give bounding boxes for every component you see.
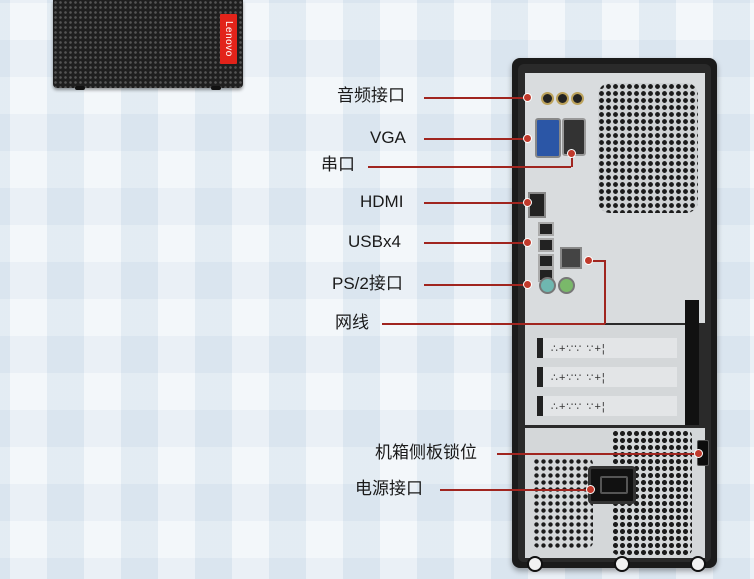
audio-port-2 <box>556 92 569 105</box>
chassis-side-rail <box>685 300 699 425</box>
psu-vent-left <box>533 458 593 548</box>
expansion-slot-1: ∴+∵∵ ∵+¦ <box>537 338 677 358</box>
leader-line-lock <box>497 453 698 455</box>
leader-dot-usb <box>523 238 532 247</box>
leader-hook-lan <box>588 260 605 262</box>
leader-line-lan <box>382 323 605 325</box>
leader-line-vga <box>424 138 528 140</box>
leader-dot-power <box>586 485 595 494</box>
expansion-slot-2: ∴+∵∵ ∵+¦ <box>537 367 677 387</box>
leader-riser-lan <box>604 260 606 324</box>
lan-port <box>560 247 582 269</box>
ps2-port-keyboard <box>558 277 575 294</box>
callout-lock: 机箱侧板锁位 <box>375 443 477 462</box>
leader-riser-serial <box>571 152 573 167</box>
leader-dot-audio <box>523 93 532 102</box>
tower-front-image: Lenovo <box>53 0 243 90</box>
leader-line-power <box>440 489 590 491</box>
usb-port-2 <box>538 238 554 252</box>
tower-feet <box>75 86 221 90</box>
leader-dot-lock <box>694 449 703 458</box>
rear-fan-grille <box>598 83 698 213</box>
audio-port-3 <box>571 92 584 105</box>
vga-port <box>535 118 561 158</box>
callout-power: 电源接口 <box>355 479 423 498</box>
audio-port-1 <box>541 92 554 105</box>
leader-line-serial <box>368 166 571 168</box>
callout-audio: 音频接口 <box>337 86 405 105</box>
leader-line-usb <box>424 242 528 244</box>
callout-lan: 网线 <box>335 313 369 332</box>
callout-serial: 串口 <box>321 155 355 174</box>
ps2-port-mouse <box>539 277 556 294</box>
power-socket <box>588 466 636 504</box>
callout-usb: USBx4 <box>348 232 401 251</box>
usb-port-1 <box>538 222 554 236</box>
leader-dot-hdmi <box>523 198 532 207</box>
lenovo-logo: Lenovo <box>220 14 237 64</box>
leader-line-ps2 <box>424 284 528 286</box>
leader-dot-lan <box>584 256 593 265</box>
callout-vga: VGA <box>370 128 406 147</box>
leader-line-hdmi <box>424 202 528 204</box>
expansion-slot-3: ∴+∵∵ ∵+¦ <box>537 396 677 416</box>
leader-dot-serial <box>567 149 576 158</box>
leader-line-audio <box>424 97 528 99</box>
callout-hdmi: HDMI <box>360 192 404 211</box>
callout-ps2: PS/2接口 <box>332 274 403 293</box>
usb-port-3 <box>538 254 554 268</box>
chassis-foot-left <box>527 556 543 572</box>
leader-dot-vga <box>523 134 532 143</box>
chassis-foot-center <box>614 556 630 572</box>
chassis-foot-right <box>690 556 706 572</box>
leader-dot-ps2 <box>523 280 532 289</box>
